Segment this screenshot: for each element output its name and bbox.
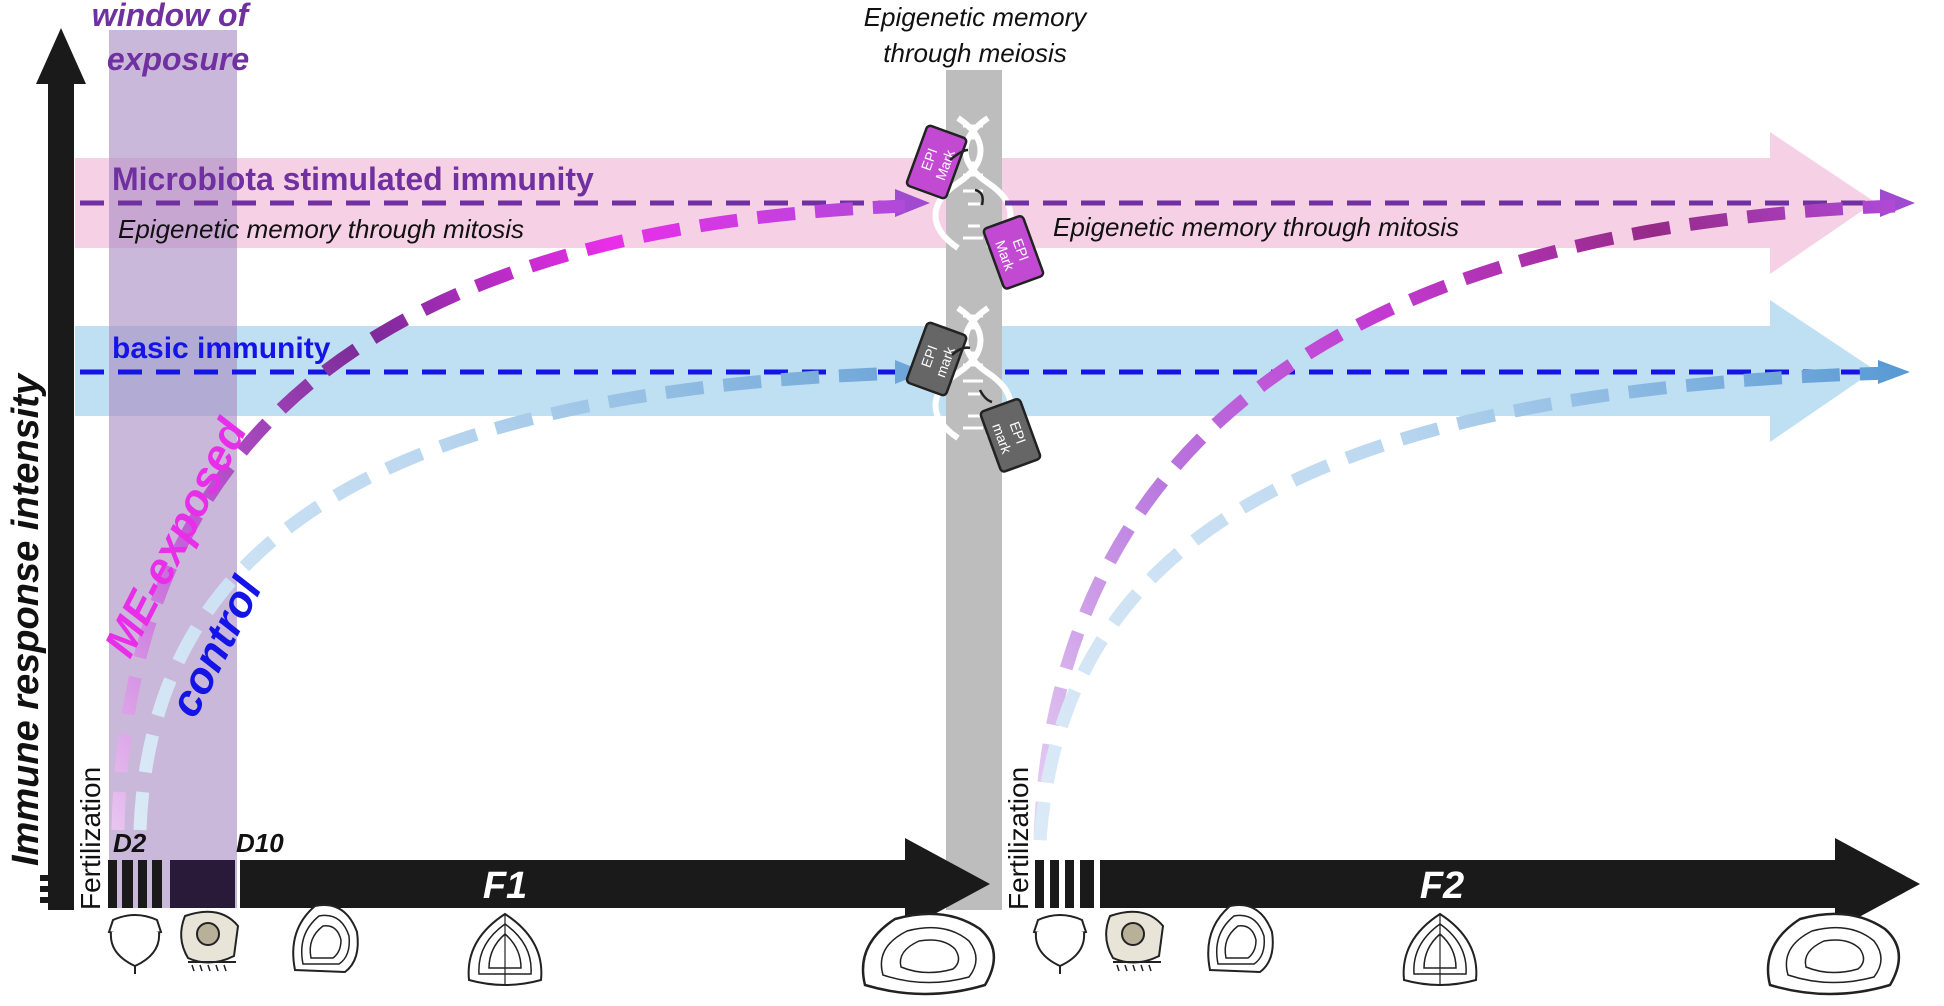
epi-tag-line1: EPI (1007, 419, 1030, 446)
oyster-spat-icon (180, 910, 239, 972)
oyster-juvenile-icon (1207, 904, 1274, 973)
epi-tag-line1: EPI (918, 343, 941, 370)
epi-mark-tag-icon: EPI Mark (982, 214, 1045, 290)
epi-tag-line1: EPI (1010, 236, 1033, 263)
y-axis-arrowhead (36, 28, 86, 84)
meiosis-label-line1: Epigenetic memory (864, 2, 1089, 32)
window-label-line2: exposure (107, 41, 249, 77)
me-exposed-curve-f2 (1033, 199, 1896, 841)
window-of-exposure (109, 30, 237, 908)
oyster-spat-icon (1105, 910, 1164, 972)
epi-mark-tag-icon: EPI mark (979, 397, 1042, 473)
fertilization-label-f2: Fertilization (1003, 767, 1034, 910)
timeline-f2-arrow (1100, 838, 1920, 930)
d10-label: D10 (236, 828, 284, 858)
epi-mark-tag-icon: EPI Mark (905, 124, 968, 200)
stimulated-immunity-label: Microbiota stimulated immunity (112, 161, 594, 197)
me-exposed-curve-f1 (111, 199, 906, 831)
oyster-larva-icon (1033, 914, 1087, 975)
y-axis-label: Immune response intensity (5, 372, 47, 866)
f1-label: F1 (483, 865, 527, 907)
meiosis-bar (946, 70, 1002, 910)
fertilization-label-f1: Fertilization (75, 767, 106, 910)
y-axis (48, 80, 74, 910)
oyster-adult-icon (861, 912, 996, 996)
control-curve-f2 (1033, 366, 1891, 841)
oyster-juvenile-icon (1402, 913, 1478, 986)
mitosis-label-right: Epigenetic memory through mitosis (1053, 212, 1459, 242)
d2-label: D2 (113, 828, 147, 858)
y-axis-ticks (40, 875, 70, 903)
meiosis-label-line2: through meiosis (883, 38, 1067, 68)
control-curve-f1 (133, 366, 906, 831)
mitosis-label-left: Epigenetic memory through mitosis (118, 214, 524, 244)
oyster-juvenile-icon (467, 913, 543, 986)
epi-mark-tag-icon: EPI mark (905, 321, 968, 397)
epi-tag-line1: EPI (918, 146, 941, 173)
oyster-juvenile-icon (292, 904, 359, 973)
timeline-f2-segments (1035, 860, 1094, 908)
oyster-adult-icon (1766, 912, 1901, 996)
timeline-f1-segments (108, 860, 235, 908)
timeline-f1-arrow (240, 838, 990, 930)
f2-label: F2 (1420, 865, 1464, 907)
window-label-line1: window of (92, 0, 252, 33)
oyster-larva-icon (108, 914, 162, 975)
basic-immunity-label: basic immunity (112, 332, 331, 365)
